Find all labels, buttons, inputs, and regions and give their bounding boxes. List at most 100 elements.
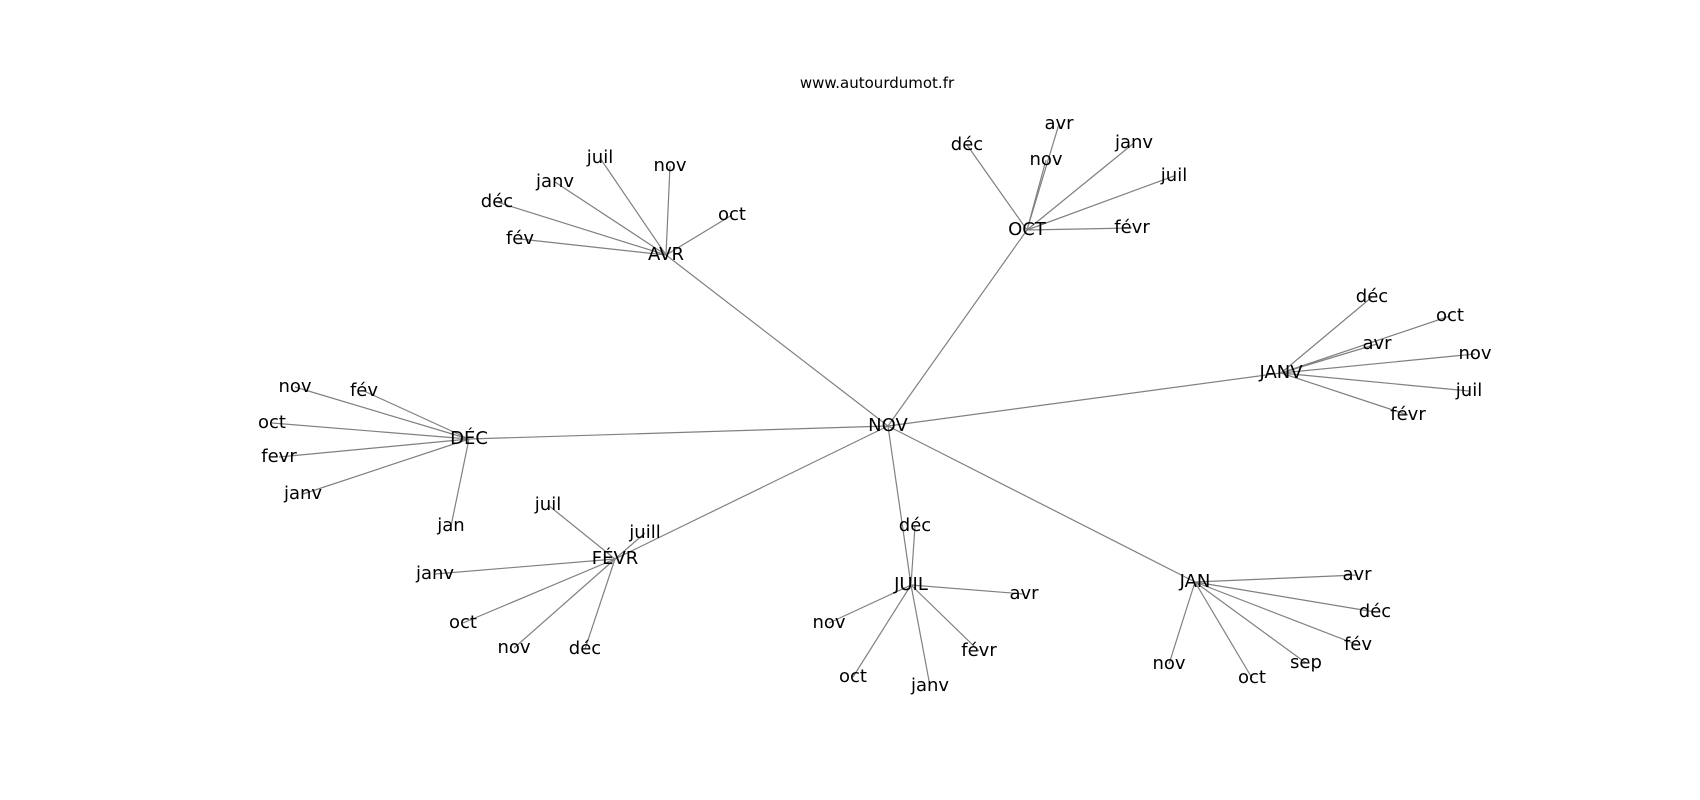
edge-janv-leaf-2 [1280, 343, 1378, 374]
node-hub-juil[interactable]: JUIL [893, 574, 928, 595]
edge-dec-leaf-1 [363, 390, 470, 440]
node-leaf-avr-3[interactable]: juil [586, 147, 613, 168]
edge-juil-leaf-2 [828, 584, 912, 624]
edge-janv-leaf-4 [1280, 372, 1470, 392]
node-leaf-avr-2[interactable]: janv [535, 171, 574, 192]
edge-juil-leaf-1 [910, 584, 1025, 595]
node-leaf-juil-5[interactable]: janv [910, 675, 949, 696]
node-hub-janv[interactable]: JANV [1258, 362, 1303, 383]
node-hub-oct[interactable]: OCT [1008, 219, 1047, 240]
edge-avr-leaf-1 [496, 201, 667, 256]
edge-jan-leaf-2 [1194, 581, 1359, 646]
edge-center-jan [887, 425, 1196, 583]
edge-oct-leaf-5 [1026, 227, 1133, 231]
edge-janv-leaf-1 [1280, 315, 1451, 374]
graph-edges [271, 123, 1476, 687]
node-hub-jan[interactable]: JAN [1179, 571, 1211, 592]
node-leaf-dec-0[interactable]: nov [278, 376, 311, 397]
edge-center-avr [665, 254, 889, 427]
edge-avr-leaf-4 [665, 165, 671, 256]
edge-fevr-leaf-4 [513, 558, 616, 649]
edge-dec-leaf-4 [302, 438, 470, 495]
node-hub-avr[interactable]: AVR [648, 244, 684, 265]
edge-oct-leaf-0 [966, 144, 1028, 231]
node-leaf-fevr-0[interactable]: juil [534, 494, 561, 515]
edge-dec-leaf-5 [450, 438, 470, 527]
node-leaf-janv-0[interactable]: déc [1356, 286, 1388, 307]
node-leaf-dec-1[interactable]: fév [350, 380, 378, 401]
node-leaf-juil-1[interactable]: avr [1009, 583, 1039, 604]
edge-jan-leaf-0 [1194, 574, 1358, 583]
edge-dec-leaf-3 [278, 438, 470, 458]
edge-jan-leaf-5 [1168, 581, 1196, 665]
node-leaf-oct-4[interactable]: juil [1160, 165, 1187, 186]
edge-fevr-leaf-1 [614, 532, 646, 560]
node-leaf-janv-1[interactable]: oct [1436, 305, 1464, 326]
node-center-nov[interactable]: NOV [868, 415, 908, 436]
node-leaf-dec-2[interactable]: oct [258, 412, 286, 433]
edge-jan-leaf-1 [1194, 581, 1376, 613]
edge-fevr-leaf-2 [434, 558, 616, 575]
node-leaf-fevr-5[interactable]: déc [569, 638, 601, 659]
node-leaf-janv-3[interactable]: nov [1458, 343, 1491, 364]
node-leaf-jan-4[interactable]: oct [1238, 667, 1266, 688]
node-leaf-oct-3[interactable]: janv [1114, 132, 1153, 153]
edge-juil-leaf-0 [910, 525, 916, 586]
edge-jan-leaf-3 [1194, 581, 1307, 664]
edge-center-juil [887, 425, 912, 586]
edge-oct-leaf-2 [1026, 159, 1047, 231]
edge-oct-leaf-3 [1026, 142, 1135, 231]
node-leaf-oct-2[interactable]: nov [1029, 149, 1062, 170]
edge-avr-leaf-5 [665, 214, 733, 256]
edge-oct-leaf-4 [1026, 175, 1175, 231]
edge-center-dec [468, 425, 889, 440]
node-leaf-jan-3[interactable]: sep [1290, 652, 1322, 673]
edge-avr-leaf-3 [599, 157, 667, 256]
site-title: www.autourdumot.fr [800, 74, 955, 92]
node-leaf-oct-1[interactable]: avr [1044, 113, 1074, 134]
node-leaf-dec-5[interactable]: jan [436, 515, 464, 536]
edge-fevr-leaf-0 [547, 504, 616, 560]
node-hub-dec[interactable]: DÉC [450, 427, 488, 449]
node-leaf-fevr-2[interactable]: janv [415, 563, 454, 584]
edge-dec-leaf-2 [271, 422, 470, 440]
node-leaf-avr-4[interactable]: nov [653, 155, 686, 176]
node-leaf-jan-1[interactable]: déc [1359, 601, 1391, 622]
edge-avr-leaf-0 [519, 238, 667, 256]
node-leaf-juil-2[interactable]: nov [812, 612, 845, 633]
edge-fevr-leaf-5 [584, 558, 616, 650]
node-leaf-juil-0[interactable]: déc [899, 515, 931, 536]
node-leaf-oct-0[interactable]: déc [951, 134, 983, 155]
node-leaf-janv-5[interactable]: févr [1390, 404, 1426, 425]
edge-center-janv [887, 372, 1282, 427]
edge-juil-leaf-5 [910, 584, 931, 687]
node-leaf-avr-1[interactable]: déc [481, 191, 513, 212]
node-leaf-janv-4[interactable]: juil [1455, 380, 1482, 401]
node-leaf-dec-3[interactable]: fevr [261, 446, 297, 467]
edge-avr-leaf-2 [554, 181, 667, 256]
edge-center-fevr [614, 425, 889, 560]
edge-janv-leaf-3 [1280, 353, 1476, 374]
node-leaf-jan-2[interactable]: fév [1344, 634, 1372, 655]
edge-janv-leaf-5 [1280, 372, 1409, 416]
node-leaf-juil-4[interactable]: oct [839, 666, 867, 687]
node-leaf-jan-0[interactable]: avr [1342, 564, 1372, 585]
node-leaf-fevr-3[interactable]: oct [449, 612, 477, 633]
edge-juil-leaf-3 [910, 584, 980, 652]
node-hub-fevr[interactable]: FÉVR [592, 547, 639, 569]
node-leaf-fevr-1[interactable]: juill [628, 522, 660, 543]
edge-fevr-leaf-3 [462, 558, 616, 624]
node-leaf-avr-5[interactable]: oct [718, 204, 746, 225]
edge-dec-leaf-0 [294, 386, 470, 440]
node-leaf-avr-0[interactable]: fév [506, 228, 534, 249]
node-leaf-oct-5[interactable]: févr [1114, 217, 1150, 238]
edge-jan-leaf-4 [1194, 581, 1253, 679]
node-leaf-juil-3[interactable]: févr [961, 640, 997, 661]
node-leaf-dec-4[interactable]: janv [283, 483, 322, 504]
edge-janv-leaf-0 [1280, 296, 1373, 374]
node-leaf-fevr-4[interactable]: nov [497, 637, 530, 658]
node-leaf-jan-5[interactable]: nov [1152, 653, 1185, 674]
node-leaf-janv-2[interactable]: avr [1362, 333, 1392, 354]
